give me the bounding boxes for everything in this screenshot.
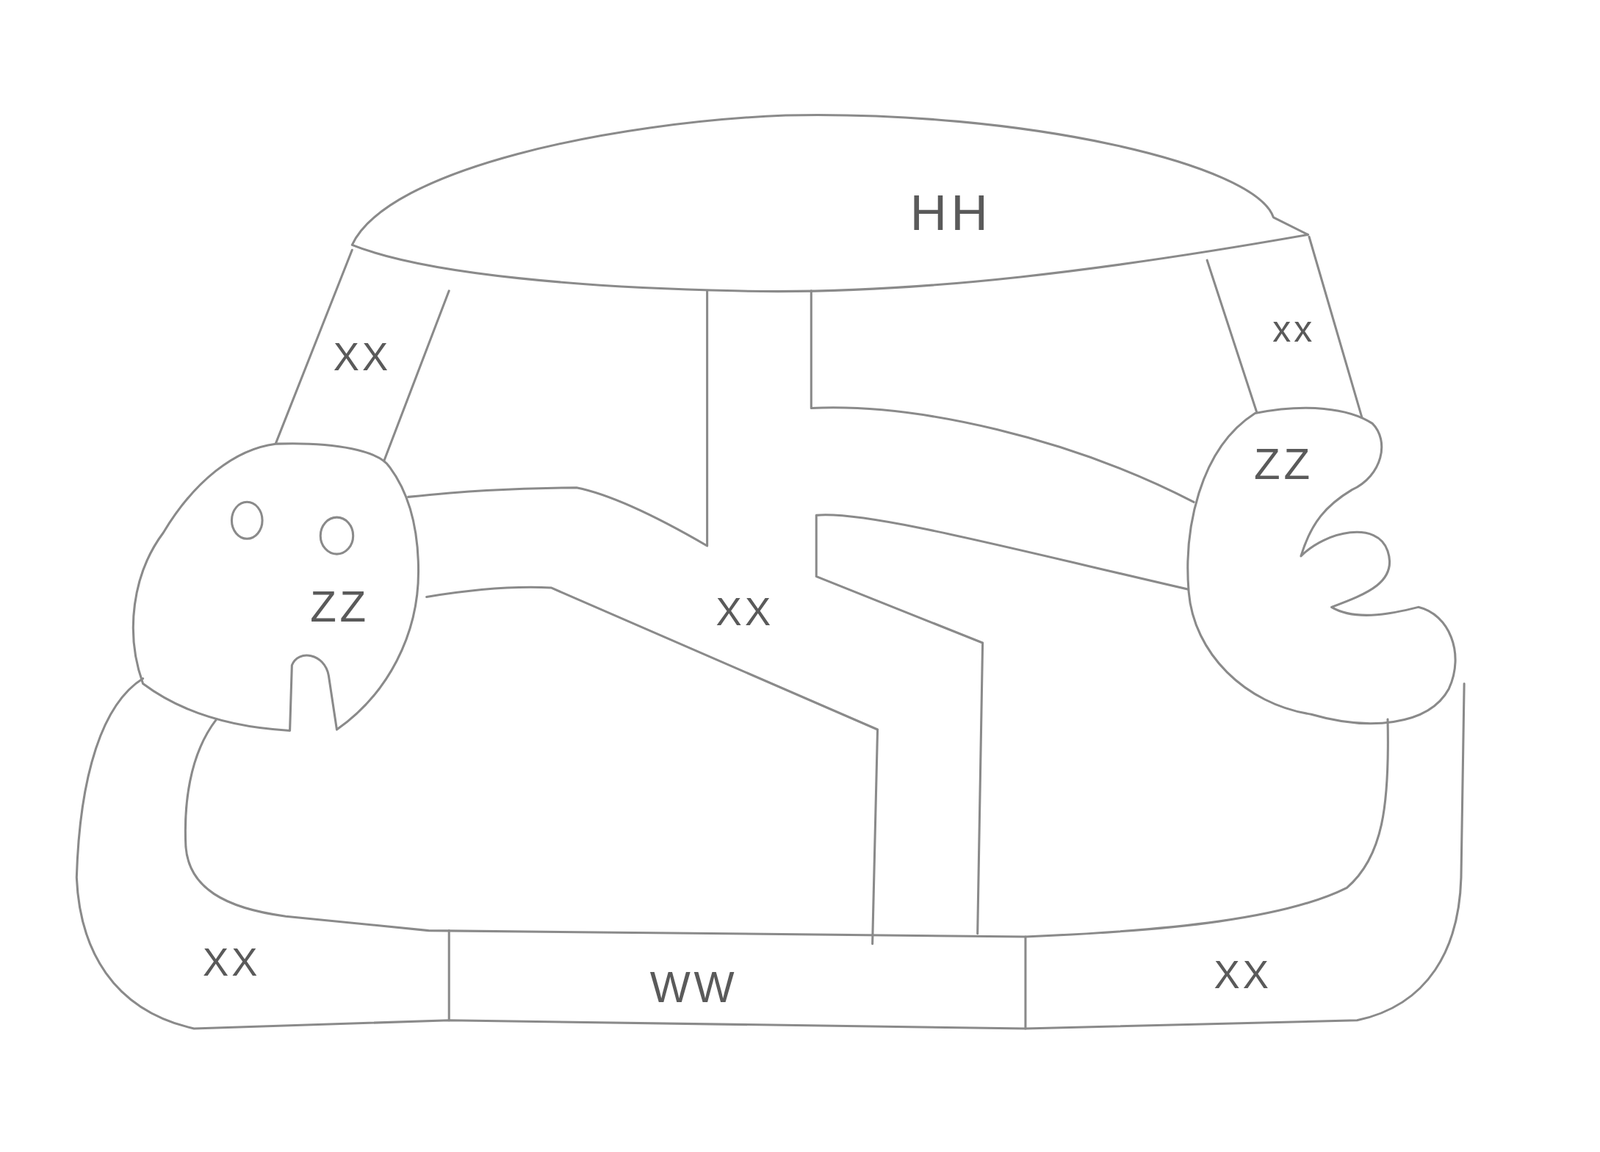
region-label: XX — [1213, 953, 1272, 997]
region-label: XX — [202, 941, 261, 984]
band-label: XX — [327, 332, 398, 382]
channel-label: XX — [710, 587, 781, 637]
band-label: xx — [1266, 306, 1321, 353]
region-label: ZZ — [310, 583, 370, 631]
band-label: WW — [644, 960, 744, 1014]
region-label: WW — [650, 963, 738, 1011]
region-label: XX — [716, 590, 775, 634]
region-label: ZZ — [1253, 440, 1314, 488]
band-label: XX — [1207, 950, 1278, 1000]
band-label: XX — [196, 938, 267, 987]
blob-label: ZZ — [304, 580, 376, 634]
blob-label: ZZ — [1248, 437, 1320, 491]
region-label: XX — [333, 335, 392, 379]
region-label: HH — [910, 184, 992, 241]
region-label: xx — [1272, 309, 1315, 350]
band-label: HH — [904, 181, 998, 244]
